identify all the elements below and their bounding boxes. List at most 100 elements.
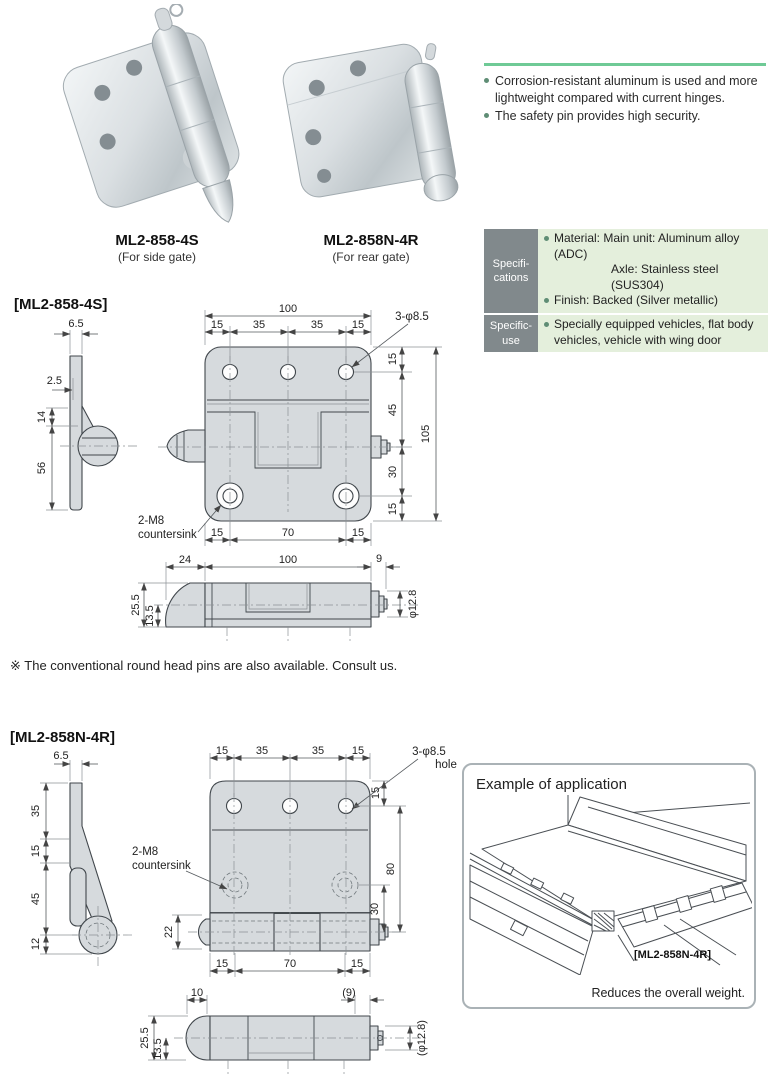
hinge-detail <box>591 910 615 932</box>
product-photo-ml2-858n-4r <box>282 43 459 202</box>
spec-row-label: Specific- use <box>484 314 538 355</box>
countersink-callout: countersink <box>132 860 191 872</box>
feature-text: The safety pin provides high security. <box>495 109 701 123</box>
dimension-lines: 100 15 35 35 15 3-φ8.5 15 <box>138 303 442 546</box>
dimension-lines: 10 (9) (φ12.8) 25.5 13.5 <box>139 987 428 1061</box>
part-shape <box>154 582 420 642</box>
section-title-4r: [ML2-858N-4R] <box>10 729 116 746</box>
dim-label: 13.5 <box>152 1038 164 1059</box>
dimension-lines: 15 35 35 15 3-φ8.5 hole 15 80 30 22 <box>132 745 457 977</box>
dim-label: 35 <box>311 319 323 331</box>
feature-list: Corrosion-resistant aluminum is used and… <box>484 63 766 127</box>
spec-row-specific-use: Specific- use Specially equipped vehicle… <box>484 314 768 355</box>
dim-label: 80 <box>385 863 397 875</box>
bullet-dot-icon <box>484 78 489 83</box>
dim-label: 6.5 <box>53 750 68 762</box>
dim-label: 9 <box>376 553 382 565</box>
product-model: ML2-858N-4R <box>323 232 419 249</box>
application-part-label: [ML2-858N-4R] <box>634 949 712 961</box>
dim-label: 25.5 <box>139 1027 151 1048</box>
dim-label: φ12.8 <box>407 590 419 619</box>
product-usage: (For rear gate) <box>332 250 410 264</box>
dimension-lines: 24 100 9 φ12.8 25.5 13.5 <box>130 553 419 628</box>
drawing-4s-front-view: 100 15 35 35 15 3-φ8.5 15 <box>138 303 442 546</box>
dim-label: 70 <box>282 527 294 539</box>
hole-callout: 3-φ8.5 <box>412 746 446 758</box>
dim-label: 15 <box>352 319 364 331</box>
feature-item: Corrosion-resistant aluminum is used and… <box>484 73 766 106</box>
drawing-4r-bottom-view: 10 (9) (φ12.8) 25.5 13.5 <box>139 987 428 1074</box>
dim-label: 15 <box>387 503 399 515</box>
product-name-block: ML2-858N-4R (For rear gate) <box>271 232 471 264</box>
application-title: Example of application <box>476 776 627 793</box>
dim-label: 6.5 <box>68 318 83 330</box>
dim-label: 35 <box>312 745 324 757</box>
dim-label: 24 <box>179 554 191 566</box>
hole-callout: hole <box>435 759 457 771</box>
dim-label: 15 <box>387 353 399 365</box>
bullet-dot-icon <box>544 236 549 241</box>
bullet-dot-icon <box>544 321 549 327</box>
section-title-4s: [ML2-858-4S] <box>14 296 108 313</box>
spec-line: Material: Main unit: Aluminum alloy (ADC… <box>544 231 764 262</box>
feature-item: The safety pin provides high security. <box>484 108 766 125</box>
dim-label: 15 <box>211 527 223 539</box>
dim-label: 15 <box>352 527 364 539</box>
dim-label: 14 <box>36 411 48 423</box>
dim-label: 15 <box>211 319 223 331</box>
countersink-callout: 2-M8 <box>132 846 158 858</box>
dim-label: 105 <box>420 425 432 443</box>
product-name-block: ML2-858-4S (For side gate) <box>57 232 257 264</box>
dim-label: 15 <box>30 845 42 857</box>
accent-rule <box>484 63 766 66</box>
countersink-callout: 2-M8 <box>138 515 164 527</box>
bullet-dot-icon <box>544 298 549 304</box>
drawing-4s-side-view: 6.5 2.5 14 56 <box>36 318 138 511</box>
dim-label: 15 <box>352 745 364 757</box>
dim-label: 45 <box>30 893 42 905</box>
spec-line-indent: Axle: Stainless steel (SUS304) <box>611 262 719 292</box>
drawing-4s-bottom-view: 24 100 9 φ12.8 25.5 13.5 <box>130 553 420 642</box>
availability-note: ※ The conventional round head pins are a… <box>10 658 398 673</box>
part-shape <box>60 355 138 511</box>
product-usage: (For side gate) <box>117 250 197 264</box>
feature-text: Corrosion-resistant aluminum is used and… <box>495 74 758 105</box>
dim-label: 35 <box>253 319 265 331</box>
product-photo-ml2-858-4s <box>62 4 240 223</box>
dim-label: 70 <box>284 958 296 970</box>
hole-callout: 3-φ8.5 <box>395 311 429 323</box>
part-shape <box>188 780 400 958</box>
dim-label: 15 <box>216 958 228 970</box>
countersink-callout: countersink <box>138 529 197 541</box>
dim-label: 2.5 <box>47 375 62 387</box>
dim-label: 10 <box>191 987 203 999</box>
application-caption: Reduces the overall weight. <box>591 986 745 1000</box>
spec-row-content: Material: Main unit: Aluminum alloy (ADC… <box>538 229 768 315</box>
dim-label: 15 <box>370 787 382 799</box>
dim-label: 100 <box>279 554 297 566</box>
part-shape <box>158 346 402 522</box>
part-shape <box>174 1015 428 1074</box>
dim-label: 30 <box>387 466 399 478</box>
dim-label: 35 <box>256 745 268 757</box>
spec-line: Specially equipped vehicles, flat body v… <box>544 317 764 348</box>
dim-label: 12 <box>30 938 42 950</box>
dim-label: (φ12.8) <box>416 1020 428 1056</box>
dimension-lines: 6.5 2.5 14 56 <box>36 318 98 511</box>
spec-row-label: Specifi- cations <box>484 229 538 315</box>
dim-label: 15 <box>351 958 363 970</box>
spec-line: Finish: Backed (Silver metallic) <box>544 293 764 309</box>
dim-label: 56 <box>36 462 48 474</box>
product-model: ML2-858-4S <box>115 232 199 249</box>
drawing-4r-front-view: 15 35 35 15 3-φ8.5 hole 15 80 30 22 <box>132 745 457 977</box>
application-illustration <box>469 795 752 975</box>
spec-row-content: Specially equipped vehicles, flat body v… <box>538 314 768 355</box>
dim-label: 100 <box>279 303 297 315</box>
dim-label: 30 <box>369 903 381 915</box>
dimension-lines: 6.5 35 15 45 12 <box>30 750 98 955</box>
dim-label: 25.5 <box>130 594 142 615</box>
dim-label: 35 <box>30 805 42 817</box>
dim-label: 15 <box>216 745 228 757</box>
dim-label: 13.5 <box>144 605 156 626</box>
